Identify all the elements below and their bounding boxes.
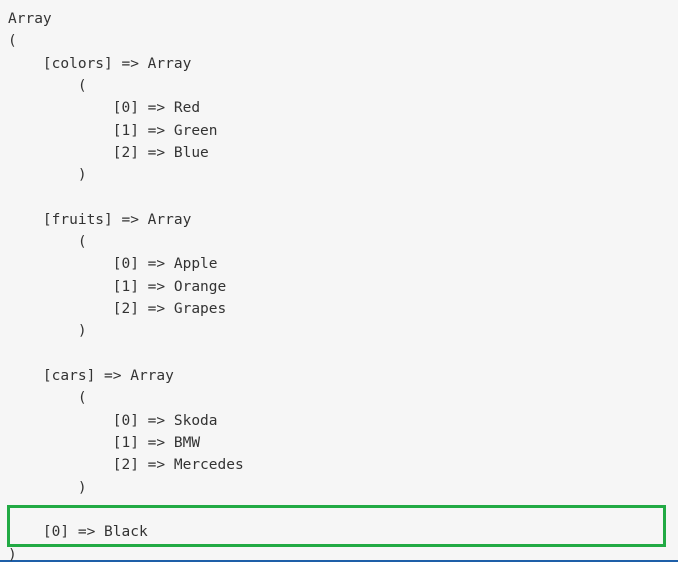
highlight-box	[7, 505, 666, 547]
code-line-colors-key: [colors] => Array	[8, 56, 192, 72]
code-line-colors-open: (	[8, 78, 87, 94]
code-line-fruits-2: [2] => Grapes	[8, 301, 227, 317]
code-line-close-paren: )	[8, 547, 17, 562]
code-line-cars-open: (	[8, 390, 87, 406]
code-line-cars-2: [2] => Mercedes	[8, 457, 244, 473]
code-line-cars-close: )	[8, 480, 87, 496]
code-line-cars-0: [0] => Skoda	[8, 413, 218, 429]
code-line-black-element: [0] => Black	[8, 524, 148, 540]
code-line-cars-1: [1] => BMW	[8, 435, 201, 451]
code-line-array-start: Array	[8, 11, 52, 27]
code-line-fruits-key: [fruits] => Array	[8, 212, 192, 228]
code-line-fruits-1: [1] => Orange	[8, 279, 227, 295]
code-line-fruits-close: )	[8, 323, 87, 339]
code-line-fruits-0: [0] => Apple	[8, 256, 218, 272]
code-line-colors-2: [2] => Blue	[8, 145, 209, 161]
code-line-cars-key: [cars] => Array	[8, 368, 174, 384]
code-line-colors-1: [1] => Green	[8, 123, 218, 139]
code-line-open-paren: (	[8, 33, 17, 49]
code-line-colors-close: )	[8, 167, 87, 183]
code-line-fruits-open: (	[8, 234, 87, 250]
code-line-colors-0: [0] => Red	[8, 100, 201, 116]
